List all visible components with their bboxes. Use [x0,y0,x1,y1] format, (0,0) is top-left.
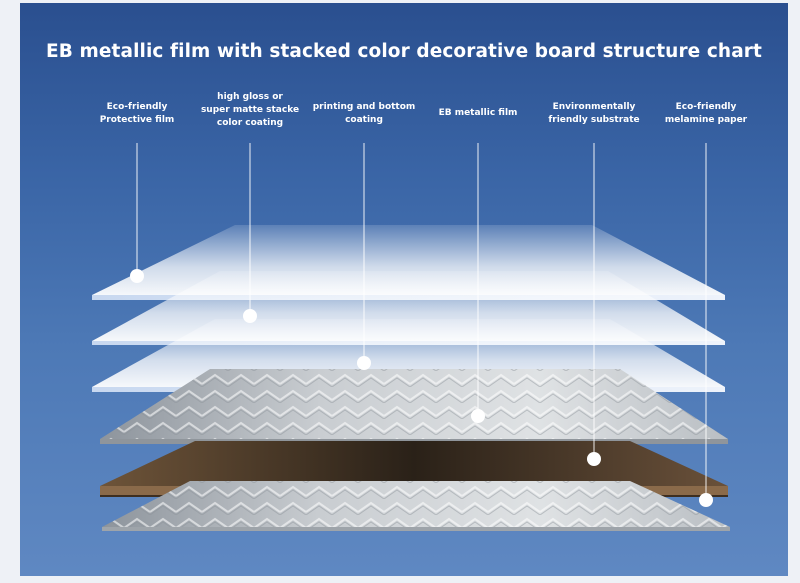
layer-melamine-paper [102,481,730,531]
label-substrate: Environmentally friendly substrate [548,102,640,125]
label-color-coating: high gloss or super matte stacke color c… [200,92,300,128]
label-melamine-paper: Eco-friendly melamine paper [664,102,748,125]
marker-dot-eb-metallic-film [471,409,485,423]
marker-dot-substrate [587,452,601,466]
label-eb-metallic-film: EB metallic film [438,108,518,118]
layer-stack [92,143,730,531]
marker-dot-printing-coating [357,356,371,370]
label-printing-coating: printing and bottom coating [312,102,416,125]
marker-dot-color-coating [243,309,257,323]
layer-eb-metallic-film [100,369,728,444]
marker-dot-melamine-paper [699,493,713,507]
diagram-title: EB metallic film with stacked color deco… [46,41,762,62]
diagram-frame: EB metallic film with stacked color deco… [20,3,788,576]
marker-dot-protective-film [130,269,144,283]
label-protective-film: Eco-friendly Protective film [99,102,175,125]
